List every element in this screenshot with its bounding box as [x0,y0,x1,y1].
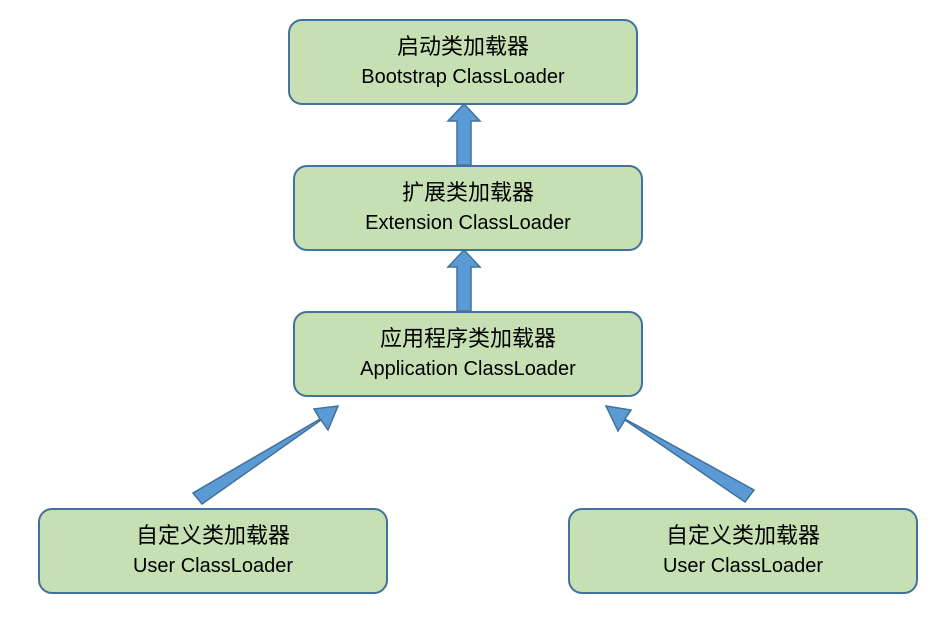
bootstrap-classloader-box: 启动类加载器 Bootstrap ClassLoader [288,19,638,105]
arrow-user-left-to-application [191,405,340,506]
user-classloader-box-left: 自定义类加载器 User ClassLoader [38,508,388,594]
arrow-application-to-extension [446,248,482,312]
arrow-user-right-to-application [604,405,756,504]
extension-zh-label: 扩展类加载器 [401,181,534,206]
user-right-zh-label: 自定义类加载器 [665,524,820,549]
user-left-en-label: User ClassLoader [132,555,294,577]
extension-en-label: Extension ClassLoader [365,212,571,234]
bootstrap-zh-label: 启动类加载器 [396,35,529,60]
application-classloader-box: 应用程序类加载器 Application ClassLoader [293,311,643,397]
arrow-extension-to-bootstrap [446,102,482,166]
application-zh-label: 应用程序类加载器 [379,327,556,352]
application-en-label: Application ClassLoader [360,358,576,380]
extension-classloader-box: 扩展类加载器 Extension ClassLoader [293,165,643,251]
bootstrap-en-label: Bootstrap ClassLoader [361,66,565,88]
user-right-en-label: User ClassLoader [662,555,824,577]
user-classloader-box-right: 自定义类加载器 User ClassLoader [568,508,918,594]
user-left-zh-label: 自定义类加载器 [135,524,290,549]
